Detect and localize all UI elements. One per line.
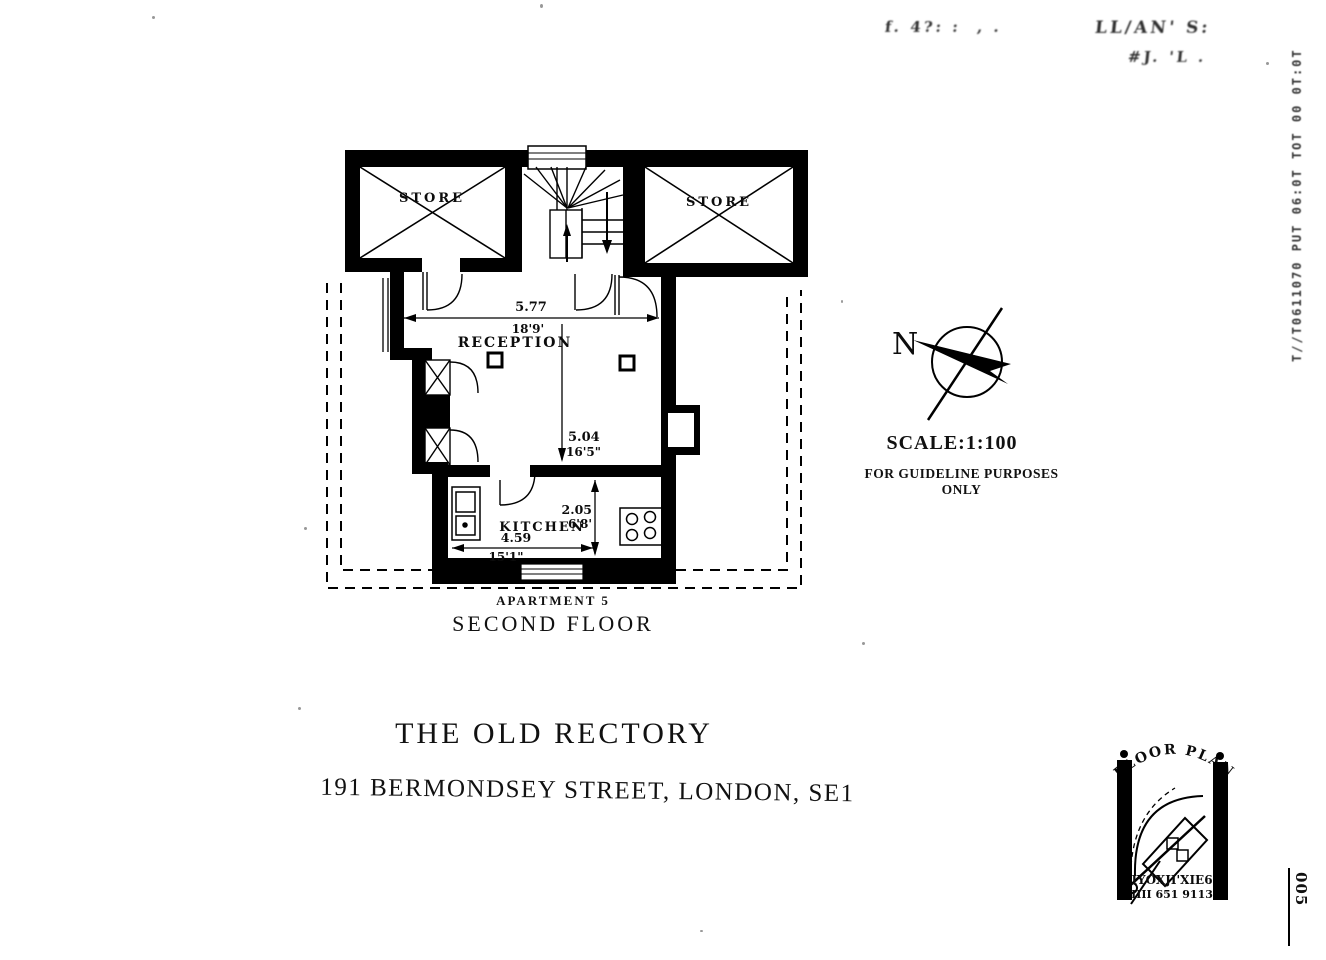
column <box>486 351 504 369</box>
svg-text:4.59: 4.59 <box>501 530 531 545</box>
kitchen-window <box>520 563 584 581</box>
dashed-roof-outline <box>326 283 802 589</box>
dim-reception-width: 5.77 18'9' <box>404 300 659 336</box>
logo-dot <box>1120 750 1128 758</box>
logo-text-line2: IIII 651 9113 <box>1131 888 1213 901</box>
walls <box>345 150 808 584</box>
floor-label: SECOND FLOOR <box>452 611 654 636</box>
scan-speck <box>540 4 543 8</box>
scan-speck <box>304 527 307 530</box>
chimney-recess <box>668 413 694 447</box>
svg-text:15'1": 15'1" <box>489 550 524 564</box>
scale-label: SCALE:1:100 <box>886 432 1018 454</box>
stair-window <box>527 145 587 170</box>
hob <box>619 507 663 546</box>
logo-text-line1: IYOXJI'XIE6 <box>1131 873 1212 887</box>
reception-label: RECEPTION <box>458 335 573 351</box>
north-arrow-icon <box>913 340 1011 384</box>
dim-kitchen-width: 4.59 15'1" <box>452 530 593 564</box>
fax-header-smudge-right-1: LL/AN' S: <box>1093 18 1212 38</box>
logo-plan-sketch <box>1120 787 1209 905</box>
apartment-label: APARTMENT 5 <box>496 593 610 608</box>
scan-speck <box>841 300 843 303</box>
scan-speck <box>298 707 301 710</box>
svg-text:2.05: 2.05 <box>562 502 592 517</box>
svg-text:6'8': 6'8' <box>568 517 592 531</box>
north-compass: N <box>892 307 1011 421</box>
doors <box>422 272 658 506</box>
fax-side-timestamp: T//T0611070 PUT 06:0T TOT 00 0T:0T <box>1290 48 1304 362</box>
logo-bar-right <box>1213 762 1228 900</box>
dim-kitchen-depth: 2.05 6'8' <box>562 480 599 556</box>
fax-header-smudge-left: f. 4?: : , . <box>884 18 1003 36</box>
fax-page-number-rule <box>1288 868 1290 946</box>
svg-text:16'5": 16'5" <box>566 445 601 459</box>
sink-unit <box>451 486 481 541</box>
svg-text:5.04: 5.04 <box>568 430 600 445</box>
floorplans-logo: FLOOR PLANS IYOXJI'XIE6 IIII 651 9113 <box>1099 714 1236 905</box>
scan-speck <box>1266 62 1269 65</box>
dim-reception-depth: 5.04 16'5" <box>558 324 601 462</box>
north-label: N <box>892 327 918 362</box>
svg-text:5.77: 5.77 <box>515 300 547 315</box>
scan-speck <box>862 642 865 645</box>
store-right-label: STORE <box>686 195 752 210</box>
disclaimer-label: FOR GUIDELINE PURPOSES ONLY <box>864 466 1059 497</box>
fax-page-number-text: 005 <box>1292 872 1310 907</box>
floor-plan: 5.77 18'9' 5.04 16'5" 2.05 6'8' 4.59 15'… <box>326 145 808 589</box>
store-left-cross <box>359 166 506 259</box>
stair-down-arrow <box>602 192 612 254</box>
kitchen-label: KITCHEN <box>499 520 584 535</box>
stair-up-arrow <box>563 224 571 262</box>
scan-speck <box>700 930 703 932</box>
logo-dot <box>1216 752 1224 760</box>
property-title: THE OLD RECTORY <box>395 717 713 750</box>
property-address: 191 BERMONDSEY STREET, LONDON, SE1 <box>320 773 855 808</box>
column <box>618 354 636 372</box>
reception-window <box>382 278 389 352</box>
store-left-label: STORE <box>399 191 465 206</box>
staircase <box>523 166 624 259</box>
fax-header-smudge-right-2: #J. 'L . <box>1127 48 1208 66</box>
scan-speck <box>152 16 155 19</box>
store-right-cross <box>644 166 794 264</box>
svg-text:18'9': 18'9' <box>512 322 544 336</box>
fax-page-number: 005 <box>1280 862 1320 952</box>
logo-bar-left <box>1117 760 1132 900</box>
closets <box>424 359 451 466</box>
